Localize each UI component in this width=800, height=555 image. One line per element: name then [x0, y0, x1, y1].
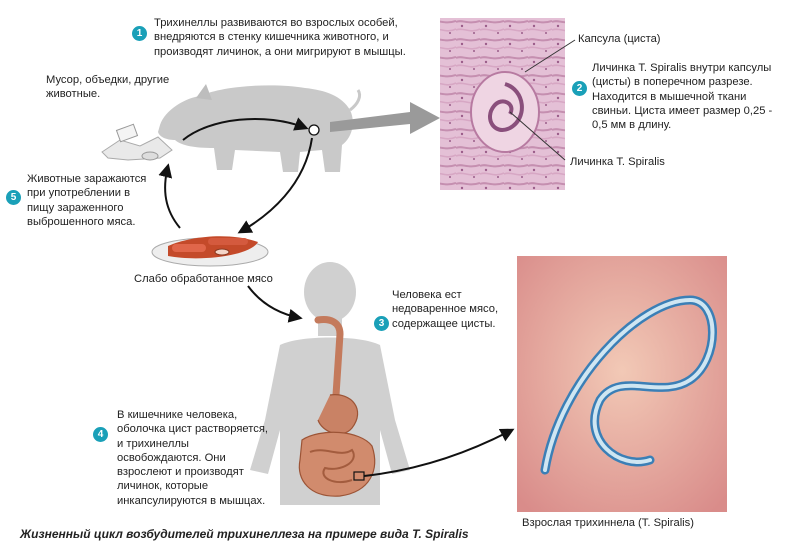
capsule-pointer [524, 39, 576, 73]
pig-illustration [158, 84, 362, 172]
adult-worm-micrograph [517, 256, 727, 512]
capsule-label: Капсула (циста) [578, 33, 661, 45]
step-2-badge: 2 [572, 81, 587, 96]
step-5-text: Животные заражаются при употреблении в п… [27, 173, 147, 228]
gray-arrow-to-cyst [330, 102, 440, 134]
larva-label: Личинка T. Spiralis [570, 156, 665, 168]
meat-plate-illustration [151, 236, 269, 267]
step-1-text: Трихинеллы развиваются во взрослых особе… [154, 17, 406, 58]
step-3-badge: 3 [374, 316, 389, 331]
adult-worm-label: Взрослая трихиннела (T. Spiralis) [522, 517, 694, 529]
pig-intestine-marker [308, 124, 320, 136]
step-5-badge: 5 [6, 190, 21, 205]
arrow-to-human [247, 285, 303, 323]
arrow-to-meat [237, 137, 313, 234]
arrow-to-garbage [158, 163, 181, 229]
figure-caption: Жизненный цикл возбудителей трихинеллеза… [20, 527, 469, 541]
garbage-label: Мусор, объедки, другие животные. [46, 74, 170, 101]
cyst-micrograph [440, 18, 565, 190]
step-4-badge: 4 [93, 427, 108, 442]
step-1-badge: 1 [132, 26, 147, 41]
garbage-illustration [101, 123, 173, 161]
step-2-text: Личинка T. Spiralis внутри капсулы (цист… [592, 62, 773, 132]
arrow-to-adult [363, 428, 515, 477]
arrow-ingestion-pig [182, 117, 309, 141]
step-3-text: Человека ест недоваренное мясо, содержащ… [392, 289, 499, 330]
meat-label: Слабо обработанное мясо [134, 273, 273, 285]
larva-pointer [509, 111, 566, 161]
step-4-text: В кишечнике человека, оболочка цист раст… [117, 409, 268, 507]
